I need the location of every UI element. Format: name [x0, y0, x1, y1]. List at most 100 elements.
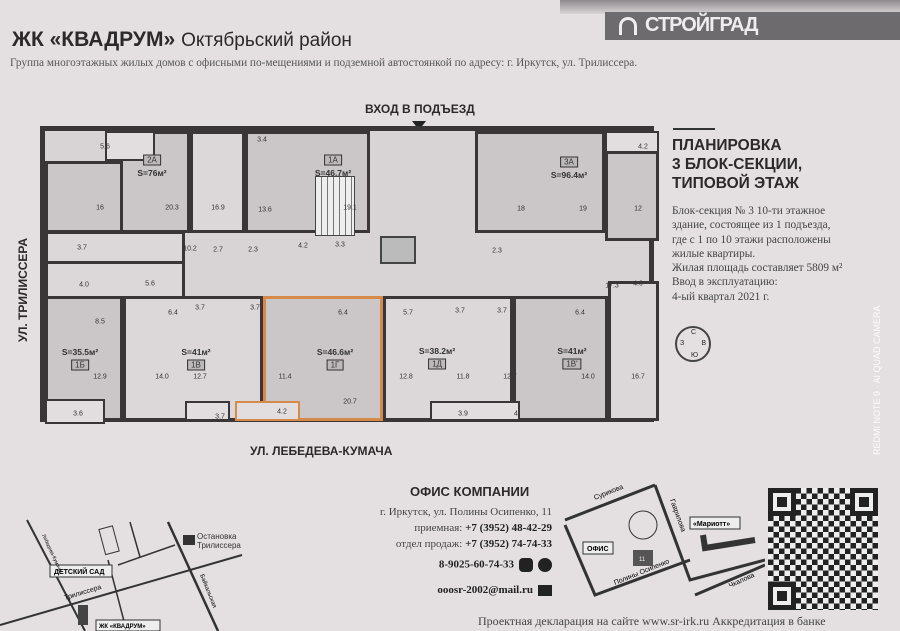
compass-n: С — [691, 329, 697, 336]
apartment-area: S=76м² — [137, 168, 167, 178]
entrance-label: ВХОД В ПОДЪЕЗД — [365, 102, 475, 116]
room — [45, 261, 185, 301]
room-area-label: 3.9 — [458, 410, 468, 418]
room-area-label: 3.7 — [195, 304, 205, 312]
room-area-label: 3.3 — [335, 241, 345, 249]
reception-label: приемная: — [414, 522, 463, 534]
mobile-number: 8-9025-60-74-33 — [438, 558, 514, 571]
kindergarten-label: ДЕТСКИЙ САД — [54, 567, 104, 576]
email-address: ooosr-2002@mail.ru — [437, 584, 533, 596]
apartment-area: S=41м² — [181, 347, 211, 357]
room — [608, 281, 659, 421]
photo-shadow — [560, 0, 900, 14]
info-title-line: ПЛАНИРОВКА — [672, 137, 782, 154]
room-area-label: 4.2 — [298, 242, 308, 250]
info-line: Жилая площадь составляет 5809 м² — [672, 262, 843, 275]
room-area-label: 10.2 — [183, 245, 197, 253]
landmark-label: «Мариотт» — [693, 521, 730, 528]
room-area-label: 3.7 — [250, 304, 260, 312]
footer-note: Проектная декларация на сайте www.sr-irk… — [478, 614, 826, 628]
compass-s: Ю — [691, 352, 699, 359]
room-area-label: 8.5 — [95, 318, 105, 326]
room-area-label: 14.0 — [581, 373, 595, 381]
location-map: ДЕТСКИЙ САД Лебедева-Кумача Трилиссера Б… — [0, 519, 243, 631]
room — [235, 401, 300, 421]
street-baikalskaya: Байкальская — [198, 573, 218, 609]
info-line: здание, состоящее из 1 подъезда, — [672, 219, 831, 232]
brand-name: СТРОЙГРАД — [645, 14, 759, 36]
divider — [673, 128, 715, 130]
room — [45, 399, 105, 424]
room-area-label: 14.0 — [155, 373, 169, 381]
apartment-code: 1Д — [428, 358, 446, 370]
apartment-code: 1Г — [326, 359, 344, 371]
room-area-label: 12.7 — [503, 373, 517, 381]
apartment-area: S=46.7м² — [314, 168, 352, 178]
room-area-label: 16.7 — [631, 373, 645, 381]
room-area-label: 20.7 — [343, 398, 357, 406]
email: ooosr-2002@mail.ru — [437, 584, 552, 596]
info-title: ПЛАНИРОВКА 3 БЛОК-СЕКЦИИ, ТИПОВОЙ ЭТАЖ — [672, 136, 900, 193]
room-area-label: 18 — [517, 205, 525, 213]
room — [123, 296, 263, 421]
page-title: ЖК «КВАДРУМ»Октябрьский район — [12, 28, 352, 52]
street-label-trilissera: УЛ. ТРИЛИССЕРА — [16, 237, 30, 343]
apartment-code: 1В — [187, 359, 205, 371]
office-address: г. Иркутск, ул. Полины Осипенко, 11 — [379, 506, 552, 518]
room-area-label: 19 — [579, 205, 587, 213]
room-area-label: 16 — [96, 204, 104, 212]
room-area-label: 3.7 — [497, 307, 507, 315]
room — [430, 401, 520, 421]
qr-code[interactable] — [768, 488, 878, 610]
room-area-label: 16.9 — [211, 204, 225, 212]
brand-logo: СТРОЙГРАД — [605, 12, 900, 40]
room-area-label: 4.2 — [638, 143, 648, 151]
reception-phone: приемная: +7 (3952) 48-42-29 — [414, 522, 552, 534]
compass-icon: С В Ю З — [675, 326, 711, 362]
room-area-label: 5.6 — [100, 143, 110, 151]
sales-phone: отдел продаж: +7 (3952) 74-74-33 — [396, 538, 552, 550]
apartment-code: 3А — [560, 156, 578, 168]
apartment-area: S=38.2м² — [418, 346, 456, 356]
sales-number: +7 (3952) 74-74-33 — [465, 538, 552, 550]
apartment-code: 1А — [324, 154, 342, 166]
whatsapp-icon — [538, 558, 552, 572]
room-area-label: 3.4 — [257, 136, 267, 144]
apartment-code: 1В' — [562, 358, 582, 370]
office-title: ОФИС КОМПАНИИ — [410, 484, 530, 499]
info-line: Блок-секция № 3 10-ти этажное — [672, 205, 826, 217]
district: Октябрьский район — [181, 30, 352, 51]
viber-icon — [519, 558, 533, 572]
camera-watermark: REDMI NOTE 9 · AI QUAD CAMERA — [872, 305, 882, 455]
apartment-area: S=46.6м² — [316, 347, 354, 357]
qr-corner — [768, 582, 796, 610]
room-area-label: 12.8 — [399, 373, 413, 381]
elevator-icon — [380, 236, 416, 264]
info-line: 4-ый квартал 2021 г. — [672, 290, 770, 303]
room-area-label: 4.0 — [633, 280, 643, 288]
info-title-line: 3 БЛОК-СЕКЦИИ, — [672, 156, 803, 173]
room-area-label: 2.3 — [248, 246, 258, 254]
room-area-label: 4.0 — [79, 281, 89, 289]
street-trilissera: Трилиссера — [64, 584, 103, 602]
room — [383, 296, 513, 421]
bus-icon — [183, 535, 195, 545]
office-marker-label: ОФИС — [587, 546, 609, 553]
room-area-label: 19.1 — [343, 204, 357, 212]
building-number: 11 — [639, 557, 646, 563]
room-area-label: 3.7 — [215, 413, 225, 421]
room — [605, 151, 659, 241]
room-area-label: 2.7 — [213, 246, 223, 254]
staircase — [315, 176, 355, 236]
room — [45, 161, 123, 233]
room-area-label: 2.3 — [492, 247, 502, 255]
room-area-label: 17.3 — [605, 282, 619, 290]
room-area-label: 12 — [634, 205, 642, 213]
info-line: Ввод в эксплуатацию: — [672, 276, 778, 289]
bus-stop-label: Остановка Трилиссера — [197, 532, 241, 550]
room — [263, 296, 383, 421]
complex-label: ЖК «КВАДРУМ» — [98, 624, 146, 630]
mobile-phone: 8-9025-60-74-33 — [439, 558, 552, 572]
leaf-icon — [619, 17, 637, 35]
